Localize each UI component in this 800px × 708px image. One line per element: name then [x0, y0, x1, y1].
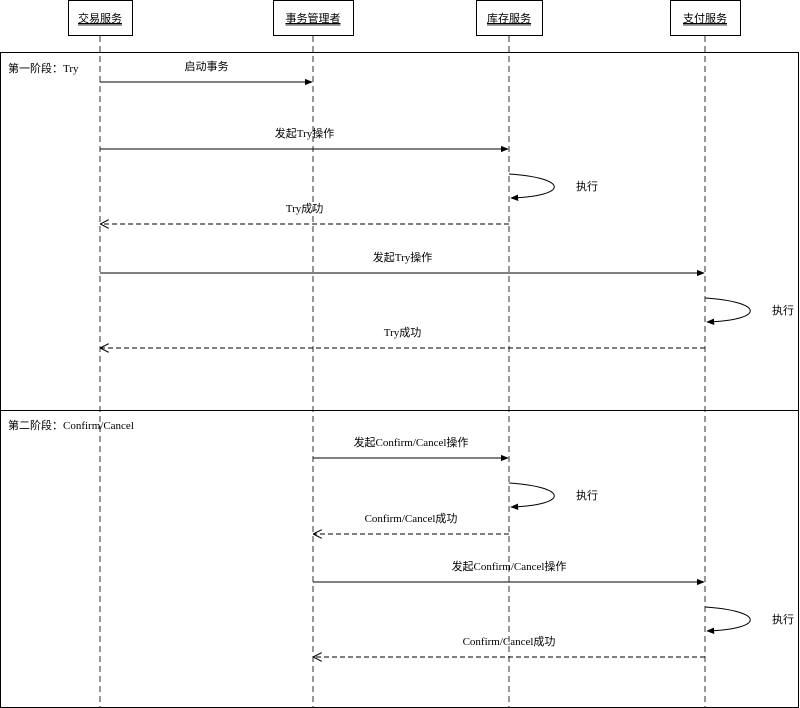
- message-13: Confirm/Cancel成功: [314, 635, 705, 657]
- participant-stock: 库存服务: [476, 0, 543, 36]
- self-call-arrow: [508, 173, 555, 201]
- message-label: Confirm/Cancel成功: [463, 635, 556, 648]
- participant-label: 支付服务: [683, 12, 727, 25]
- message-4: Try成功: [101, 202, 509, 224]
- message-11: 发起Confirm/Cancel操作: [313, 559, 705, 586]
- message-label: 执行: [576, 488, 598, 502]
- participant-box: [670, 0, 741, 36]
- message-label: 执行: [772, 612, 794, 626]
- participant-box: [476, 0, 543, 36]
- message-label: 发起Confirm/Cancel操作: [354, 435, 469, 449]
- phase-frame-2: 第二阶段：Confirm/Cancel: [0, 410, 799, 708]
- message-label: 发起Try操作: [275, 126, 335, 140]
- message-12: 执行: [704, 606, 794, 634]
- phase-label-2: 第二阶段：Confirm/Cancel: [8, 418, 134, 432]
- message-label: 执行: [772, 303, 794, 317]
- participant-box: [68, 0, 133, 36]
- phase-frame-1: 第一阶段：Try: [0, 52, 799, 411]
- message-label: 发起Try操作: [373, 250, 433, 264]
- message-8: 发起Confirm/Cancel操作: [313, 435, 509, 462]
- message-5: 发起Try操作: [100, 250, 705, 277]
- self-call-arrow: [704, 606, 751, 634]
- message-6: 执行: [704, 297, 794, 325]
- message-10: Confirm/Cancel成功: [314, 512, 509, 534]
- message-label: 发起Confirm/Cancel操作: [452, 559, 567, 573]
- message-label: 启动事务: [185, 60, 229, 73]
- participant-label: 事务管理者: [286, 11, 341, 25]
- message-label: Try成功: [384, 326, 422, 339]
- message-2: 发起Try操作: [100, 126, 509, 153]
- self-call-arrow: [508, 482, 555, 510]
- participant-label: 交易服务: [78, 11, 122, 25]
- participant-label: 库存服务: [487, 11, 531, 25]
- message-label: Confirm/Cancel成功: [365, 512, 458, 525]
- participant-pay: 支付服务: [670, 0, 741, 36]
- participant-tm: 事务管理者: [273, 0, 354, 36]
- self-call-arrow: [704, 297, 751, 325]
- message-label: 执行: [576, 179, 598, 193]
- message-1: 启动事务: [100, 60, 313, 86]
- message-9: 执行: [508, 482, 598, 510]
- message-7: Try成功: [101, 326, 705, 348]
- participant-trade: 交易服务: [68, 0, 133, 36]
- message-label: Try成功: [286, 202, 324, 215]
- phase-label-1: 第一阶段：Try: [8, 61, 79, 75]
- message-3: 执行: [508, 173, 598, 201]
- participant-box: [273, 0, 354, 36]
